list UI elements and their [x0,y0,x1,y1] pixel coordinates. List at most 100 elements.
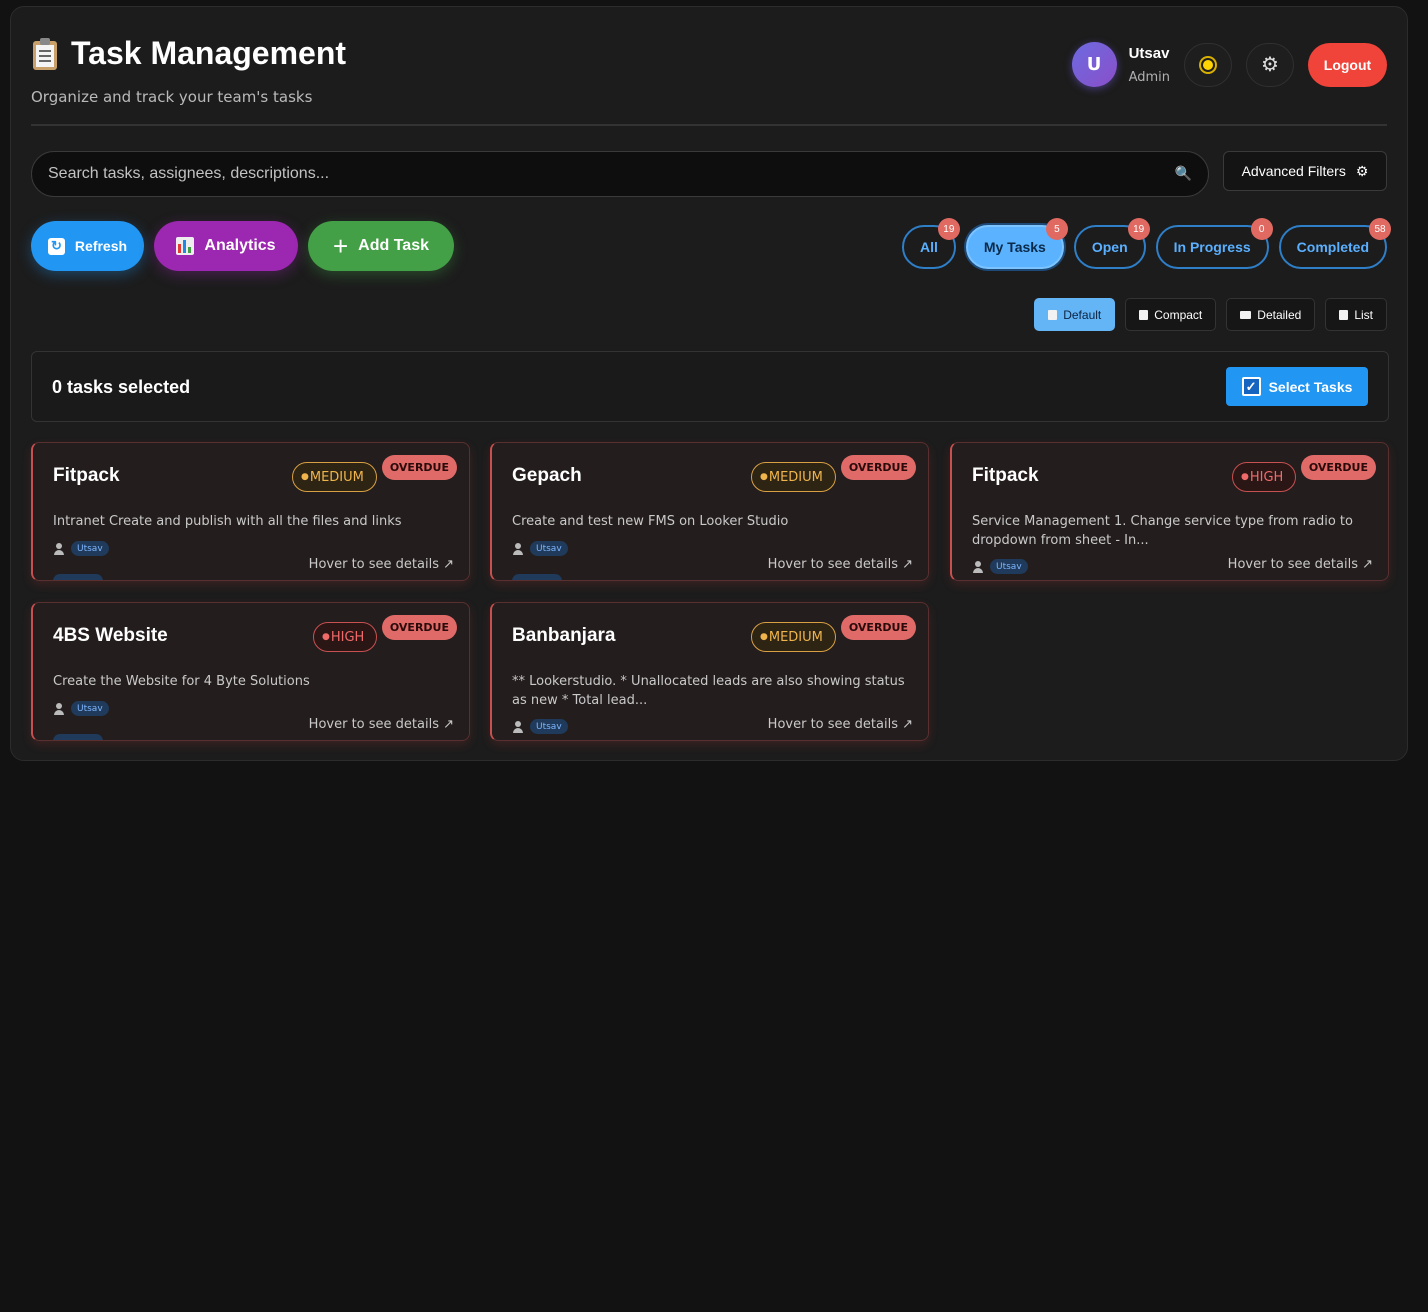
status-badge: OVERDUE [381,615,457,640]
hover-hint: Hover to see details ↗ [1227,557,1373,572]
header: Task Management Organize and track your … [31,35,346,106]
gear-icon: ⚙ [1355,162,1369,179]
logout-button[interactable]: Logout [1308,42,1387,87]
hover-hint: Hover to see details ↗ [308,717,454,732]
priority-dot-icon: ● [301,472,309,482]
filter-open[interactable]: Open 19 [1073,218,1150,269]
tag-chip [512,574,562,580]
analytics-button[interactable]: Analytics [154,221,298,271]
task-card[interactable]: Fitpack ●MEDIUM OVERDUE Intranet Create … [31,442,470,581]
advanced-filters-button[interactable]: Advanced Filters ⚙ [1223,151,1387,191]
select-tasks-button[interactable]: ✓ Select Tasks [1226,367,1368,406]
assignee: Utsav [512,719,568,734]
person-icon [53,702,65,715]
add-task-label: Add Task [358,237,429,254]
user-area: U Utsav Admin ⚙ Logout [1071,42,1387,87]
view-label: List [1354,307,1373,322]
view-label: Detailed [1257,307,1302,322]
count-badge: 5 [1045,218,1068,240]
selected-count: 0 tasks selected [52,377,191,397]
priority-label: MEDIUM [309,469,364,485]
user-info: Utsav Admin [1129,45,1170,85]
priority-badge: ●MEDIUM [751,622,836,652]
count-badge: 0 [1250,218,1273,240]
refresh-label: Refresh [74,238,128,254]
hover-hint: Hover to see details ↗ [767,717,913,732]
view-label: Default [1063,307,1102,322]
search-icon[interactable]: 🔍 [1174,166,1192,182]
tag-chip [53,734,103,740]
page-title: Task Management [31,35,346,72]
theme-toggle-button[interactable] [1184,42,1232,87]
status-badge: OVERDUE [381,455,457,480]
refresh-icon: ↻ [47,237,65,255]
task-card[interactable]: Banbanjara ●MEDIUM OVERDUE ** Lookerstud… [490,602,929,741]
page-subtitle: Organize and track your team's tasks [31,88,313,106]
task-title: Fitpack [972,465,1039,486]
task-card[interactable]: Fitpack ●HIGH OVERDUE Service Management… [950,442,1389,581]
task-title: 4BS Website [53,625,168,646]
assignee-tag: Utsav [71,701,109,716]
task-description: Create and test new FMS on Looker Studio [512,514,789,529]
chart-icon [176,237,195,255]
task-title: Banbanjara [512,625,616,646]
filter-all[interactable]: All 19 [901,218,960,269]
filter-label: In Progress [1173,239,1251,255]
view-default-button[interactable]: Default [1034,298,1116,331]
main-panel: Task Management Organize and track your … [10,6,1408,761]
header-divider [31,124,1387,126]
search-input[interactable] [48,165,1175,183]
sun-icon [1203,59,1213,70]
select-tasks-label: Select Tasks [1268,378,1353,395]
priority-badge: ●HIGH [313,622,378,652]
priority-label: MEDIUM [768,629,823,645]
advanced-filters-label: Advanced Filters [1241,163,1346,179]
user-name: Utsav [1128,44,1170,62]
filter-my-tasks[interactable]: My Tasks 5 [965,218,1068,269]
page-icon [1139,309,1149,320]
plus-icon: + [332,231,349,261]
priority-dot-icon: ● [760,632,768,642]
assignee: Utsav [512,541,568,556]
person-icon [972,560,984,573]
filter-in-progress[interactable]: In Progress 0 [1155,218,1273,269]
filter-label: My Tasks [983,239,1046,255]
status-badge: OVERDUE [840,455,916,480]
priority-dot-icon: ● [322,632,330,642]
assignee-tag: Utsav [71,541,109,556]
add-task-button[interactable]: + Add Task [308,221,454,271]
priority-label: HIGH [330,629,365,645]
task-description: Intranet Create and publish with all the… [53,514,402,529]
view-switcher: Default Compact Detailed List [1034,298,1387,331]
task-description: Create the Website for 4 Byte Solutions [53,674,310,689]
checkbox-icon: ✓ [1241,377,1261,396]
filter-completed[interactable]: Completed 58 [1278,218,1391,269]
avatar[interactable]: U [1071,42,1117,87]
page-title-text: Task Management [71,35,347,71]
person-icon [512,542,524,555]
task-card[interactable]: Gepach ●MEDIUM OVERDUE Create and test n… [490,442,929,581]
gear-icon: ⚙ [1261,54,1279,76]
filter-label: All [919,239,938,255]
task-description: Service Management 1. Change service typ… [972,514,1353,548]
memo-icon [1339,309,1349,320]
selection-bar: 0 tasks selected ✓ Select Tasks [31,351,1389,422]
hover-hint: Hover to see details ↗ [308,557,454,572]
filter-label: Completed [1296,239,1369,255]
analytics-label: Analytics [204,237,276,254]
task-card[interactable]: 4BS Website ●HIGH OVERDUE Create the Web… [31,602,470,741]
settings-button[interactable]: ⚙ [1246,42,1294,87]
assignee-tag: Utsav [530,719,568,734]
view-list-button[interactable]: List [1325,298,1387,331]
view-detailed-button[interactable]: Detailed [1226,298,1316,331]
assignee-tag: Utsav [530,541,568,556]
refresh-button[interactable]: ↻ Refresh [31,221,144,271]
priority-label: MEDIUM [768,469,823,485]
status-badge: OVERDUE [840,615,916,640]
view-compact-button[interactable]: Compact [1125,298,1217,331]
person-icon [53,542,65,555]
priority-label: HIGH [1249,469,1284,485]
clipboard-icon [31,37,59,70]
assignee-tag: Utsav [990,559,1028,574]
count-badge: 19 [1127,218,1150,240]
